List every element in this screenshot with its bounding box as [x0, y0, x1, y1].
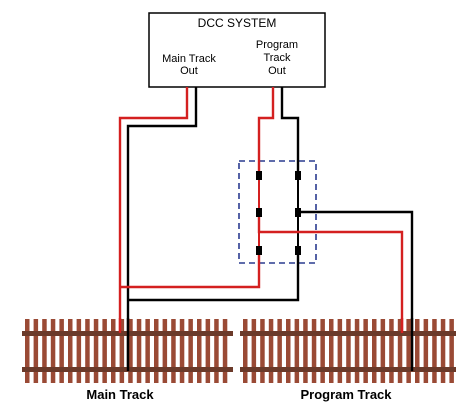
track-rail	[240, 367, 456, 372]
track-tie	[42, 319, 47, 383]
track-tie	[397, 319, 403, 383]
track-tie	[260, 319, 265, 383]
track-tie	[154, 319, 159, 383]
track-tie	[145, 319, 150, 383]
track-tie	[111, 319, 116, 383]
track-tie	[93, 319, 99, 383]
track-tie	[380, 319, 386, 383]
track-tie	[329, 319, 334, 383]
track-tie	[119, 319, 125, 383]
switch-terminal	[295, 171, 301, 180]
track-tie	[449, 319, 454, 383]
main-out-label-line1: Main Track	[162, 53, 216, 65]
track-rail	[240, 331, 456, 336]
track-tie	[337, 319, 343, 383]
main-out-black-wire	[126, 87, 198, 370]
track-tie	[33, 319, 39, 383]
track-tie	[423, 319, 429, 383]
track-tie	[214, 319, 219, 383]
track-tie	[179, 319, 185, 383]
track-tie	[268, 319, 274, 383]
track-tie	[346, 319, 351, 383]
switch-bottom-black-wire	[128, 250, 300, 302]
track-tie	[389, 319, 394, 383]
switch-center-red-wire	[257, 212, 404, 332]
track-tie	[102, 319, 107, 383]
track-tie	[25, 319, 30, 383]
dcc-system-box	[148, 12, 326, 88]
program-out-label-line1: Program	[256, 39, 298, 51]
track-tie	[303, 319, 308, 383]
main-out-red-wire	[118, 87, 189, 332]
main-out-label-line2: Out	[180, 65, 198, 77]
track-tie	[251, 319, 257, 383]
switch-bottom-red-wire	[120, 250, 261, 289]
switch-terminal	[295, 208, 301, 217]
track-tie	[363, 319, 368, 383]
track-tie	[85, 319, 90, 383]
track-tie	[294, 319, 300, 383]
track-tie	[243, 319, 248, 383]
track-tie	[188, 319, 193, 383]
program-track-label: Program Track	[300, 387, 392, 402]
track-tie	[415, 319, 420, 383]
switch-center-black-wire	[298, 210, 414, 370]
track-tie	[50, 319, 56, 383]
program-out-label-line3: Out	[268, 65, 286, 77]
switch-terminal	[256, 208, 262, 217]
track-tie	[162, 319, 168, 383]
track-tie	[59, 319, 64, 383]
program-out-red-wire	[257, 87, 275, 175]
track-tie	[222, 319, 228, 383]
track-tie	[205, 319, 211, 383]
track-tie	[76, 319, 82, 383]
program-out-label-line2: Track	[263, 52, 291, 64]
track-tie	[432, 319, 437, 383]
track-tie	[128, 319, 133, 383]
track-tie	[372, 319, 377, 383]
switch-terminals	[256, 171, 301, 255]
track-tie	[354, 319, 360, 383]
switch-terminal	[256, 171, 262, 180]
track-tie	[68, 319, 73, 383]
track-tie	[311, 319, 317, 383]
switch-terminal	[295, 246, 301, 255]
track-tie	[406, 319, 411, 383]
track-tie	[440, 319, 446, 383]
main-track-label: Main Track	[86, 387, 154, 402]
track-tie	[197, 319, 202, 383]
program-out-black-wire	[280, 87, 300, 175]
track-tie	[277, 319, 282, 383]
track-tie	[171, 319, 176, 383]
track-tie	[136, 319, 142, 383]
track-tie	[320, 319, 325, 383]
dcc-system-title: DCC SYSTEM	[198, 16, 277, 30]
track-tie	[286, 319, 291, 383]
program-track	[240, 319, 456, 383]
switch-terminal	[256, 246, 262, 255]
